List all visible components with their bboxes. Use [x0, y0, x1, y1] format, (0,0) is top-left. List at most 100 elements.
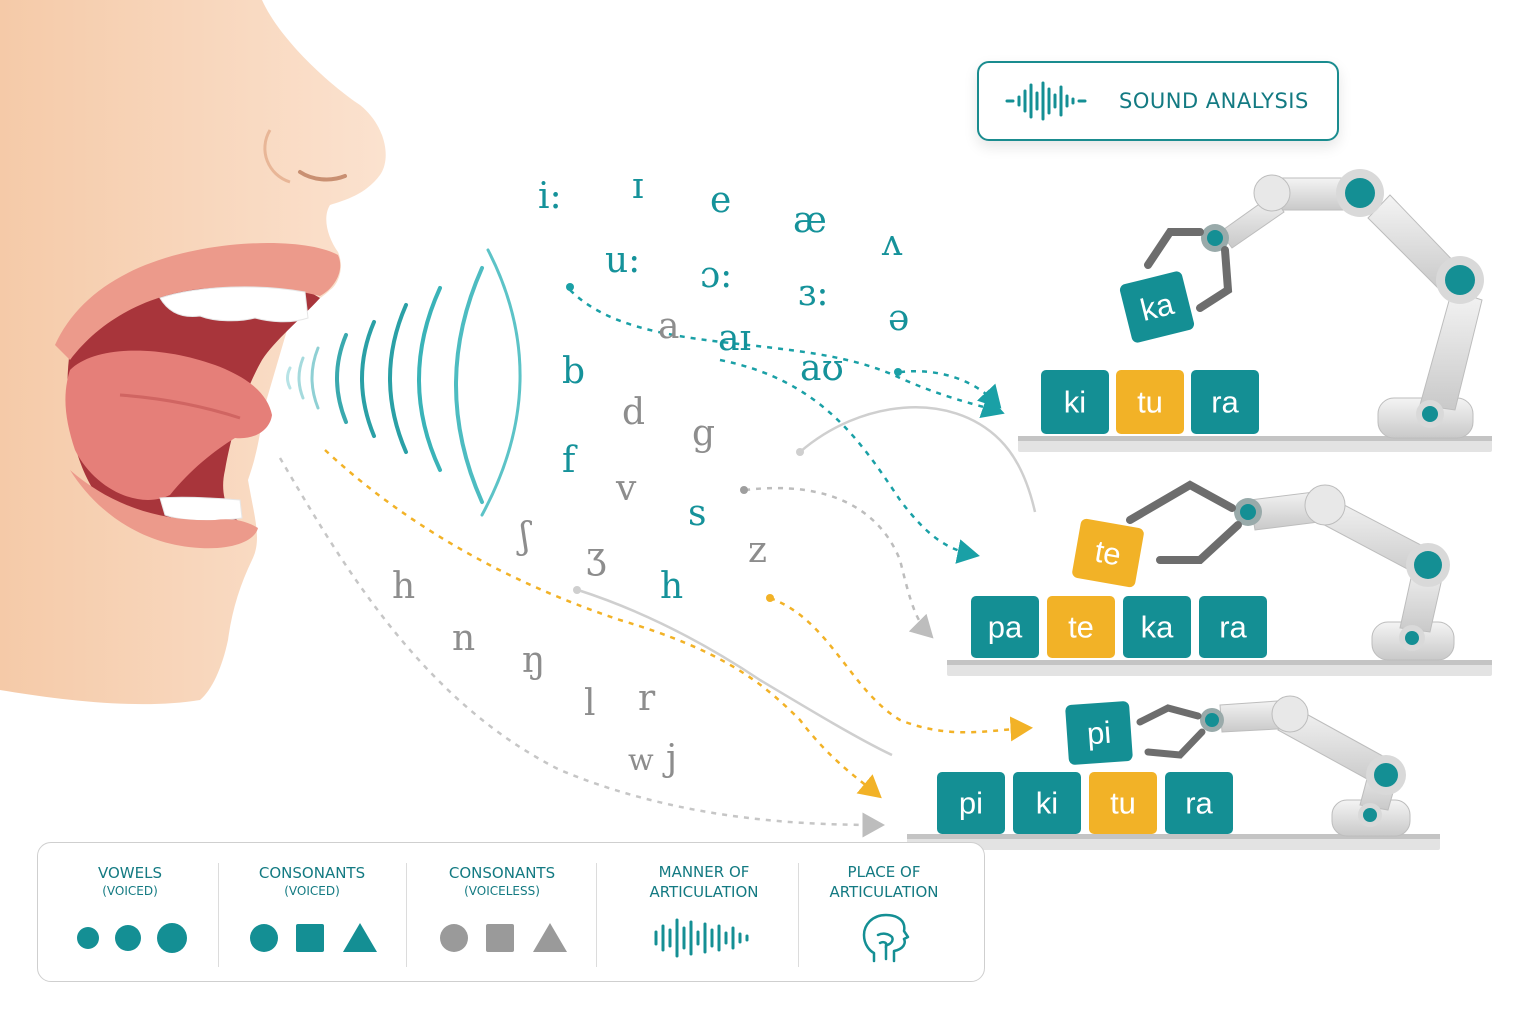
- consonant-symbol: ŋ: [522, 640, 545, 681]
- consonant-symbol: n: [452, 618, 475, 659]
- robot-arm: [1126, 480, 1455, 661]
- legend-panel: VOWELS (VOICED) CONSONANTS (VOICED) CONS…: [37, 842, 985, 982]
- syllable-block-label: ki: [1064, 385, 1086, 420]
- syllable-block: ka: [1123, 596, 1191, 658]
- consonant-symbol: g: [692, 413, 715, 454]
- syllable-block-label: ra: [1219, 610, 1247, 645]
- consonant-symbol: s: [688, 493, 706, 534]
- syllable-block-label: ki: [1036, 786, 1058, 821]
- syllable-block: ki: [1041, 370, 1109, 434]
- syllable-block-body: [971, 596, 1039, 658]
- consonant-symbol: w: [628, 743, 654, 778]
- legend-manner: MANNER OF ARTICULATION: [614, 843, 794, 981]
- assembly-row-1: ka: [1018, 169, 1492, 452]
- consonant-symbol: b: [562, 351, 585, 392]
- face-illustration: [0, 0, 386, 705]
- shelf: [947, 662, 1492, 676]
- robot-arm: [1144, 169, 1484, 439]
- vowel-symbol: u:: [605, 240, 640, 281]
- shelf: [907, 836, 1440, 850]
- teal-circles-icon: [77, 923, 187, 953]
- vowel-symbol: ɪ: [632, 166, 644, 207]
- syllable-block-body: [1013, 772, 1081, 834]
- syllable-block-body: [1199, 596, 1267, 658]
- consonant-symbol: ʒ: [586, 536, 606, 577]
- syllable-block: pa: [971, 596, 1039, 658]
- vowel-symbol: ə: [888, 298, 909, 339]
- legend-consonants-voiced: CONSONANTS (VOICED): [222, 843, 402, 981]
- held-block-label: pi: [1086, 715, 1113, 752]
- consonant-symbol: r: [638, 678, 656, 719]
- legend-title: CONSONANTS: [258, 864, 366, 882]
- vowel-symbol: aʊ: [800, 348, 844, 389]
- syllable-block-body: [1165, 772, 1233, 834]
- consonant-symbols: b d g f v s z ʃ ʒ h h n ŋ l r w j: [392, 351, 767, 779]
- syllable-block-body: [1047, 596, 1115, 658]
- legend-title: ARTICULATION: [829, 883, 939, 901]
- syllable-block: te: [1047, 596, 1115, 658]
- legend-title: PLACE OF: [847, 863, 921, 881]
- syllable-block-body: [1041, 370, 1109, 434]
- sound-waves: [286, 248, 522, 517]
- syllable-block: tu: [1116, 370, 1184, 434]
- consonant-symbol: z: [748, 530, 767, 571]
- consonant-symbol: l: [584, 683, 596, 724]
- vowel-symbol: aɪ: [718, 318, 751, 359]
- syllable-block-body: [1089, 772, 1157, 834]
- syllable-block: ra: [1165, 772, 1233, 834]
- syllable-block-label: tu: [1137, 385, 1163, 420]
- syllable-block-label: ra: [1185, 786, 1213, 821]
- syllable-block: ki: [1013, 772, 1081, 834]
- syllable-block: tu: [1089, 772, 1157, 834]
- consonant-symbol: ʃ: [516, 516, 532, 557]
- consonant-symbol: f: [562, 440, 578, 481]
- consonant-symbol: j: [662, 738, 677, 779]
- syllable-block: ra: [1199, 596, 1267, 658]
- legend-place: PLACE OF ARTICULATION: [794, 843, 974, 981]
- legend-title: CONSONANTS: [448, 864, 556, 882]
- consonant-symbol: d: [622, 392, 645, 433]
- gray-shapes-icon: [440, 923, 567, 952]
- sound-analysis-badge: SOUND ANALYSIS: [977, 61, 1339, 141]
- waveform-icon: [1005, 81, 1087, 121]
- legend-consonants-voiceless: CONSONANTS (VOICELESS): [412, 843, 592, 981]
- consonant-symbol: h: [392, 566, 415, 607]
- badge-label: SOUND ANALYSIS: [1119, 89, 1309, 113]
- legend-divider: [596, 863, 597, 967]
- legend-divider: [218, 863, 219, 967]
- consonant-symbol: v: [615, 468, 637, 509]
- teal-shapes-icon: [250, 923, 377, 952]
- gray-flow-lines: [577, 406, 1037, 757]
- syllable-block-body: [1191, 370, 1259, 434]
- legend-vowels: VOWELS (VOICED): [40, 843, 220, 981]
- vowel-symbol: ʌ: [881, 223, 903, 264]
- legend-divider: [406, 863, 407, 967]
- legend-title: VOWELS: [98, 864, 162, 882]
- vowel-symbols: i: ɪ e æ ʌ u: ɔ: ɜ: ə a aɪ aʊ: [538, 166, 909, 389]
- syllable-block-body: [1116, 370, 1184, 434]
- sound-paths: [278, 289, 1033, 838]
- vowel-symbol: ɜ:: [798, 273, 828, 314]
- shelf: [1018, 438, 1492, 452]
- waveform-icon: [654, 918, 749, 958]
- syllable-block-label: te: [1068, 610, 1094, 645]
- vowel-symbol: æ: [793, 200, 827, 241]
- syllable-block-label: tu: [1110, 786, 1136, 821]
- legend-title: MANNER OF: [658, 863, 750, 881]
- vowel-symbol: a: [658, 306, 679, 347]
- syllable-block-body: [937, 772, 1005, 834]
- legend-subtitle: (VOICELESS): [464, 884, 540, 898]
- syllable-block-label: ra: [1211, 385, 1239, 420]
- syllable-block: pi: [937, 772, 1005, 834]
- legend-divider: [798, 863, 799, 967]
- syllable-block-label: pi: [959, 786, 983, 821]
- syllable-block-body: [1123, 596, 1191, 658]
- legend-subtitle: (VOICED): [102, 884, 158, 898]
- assembly-row-3: pi: [907, 695, 1440, 850]
- robot-arm: [1136, 695, 1411, 837]
- assembly-row-2: te: [947, 480, 1492, 676]
- syllable-block-label: pa: [988, 610, 1023, 645]
- vowel-symbol: e: [710, 180, 731, 221]
